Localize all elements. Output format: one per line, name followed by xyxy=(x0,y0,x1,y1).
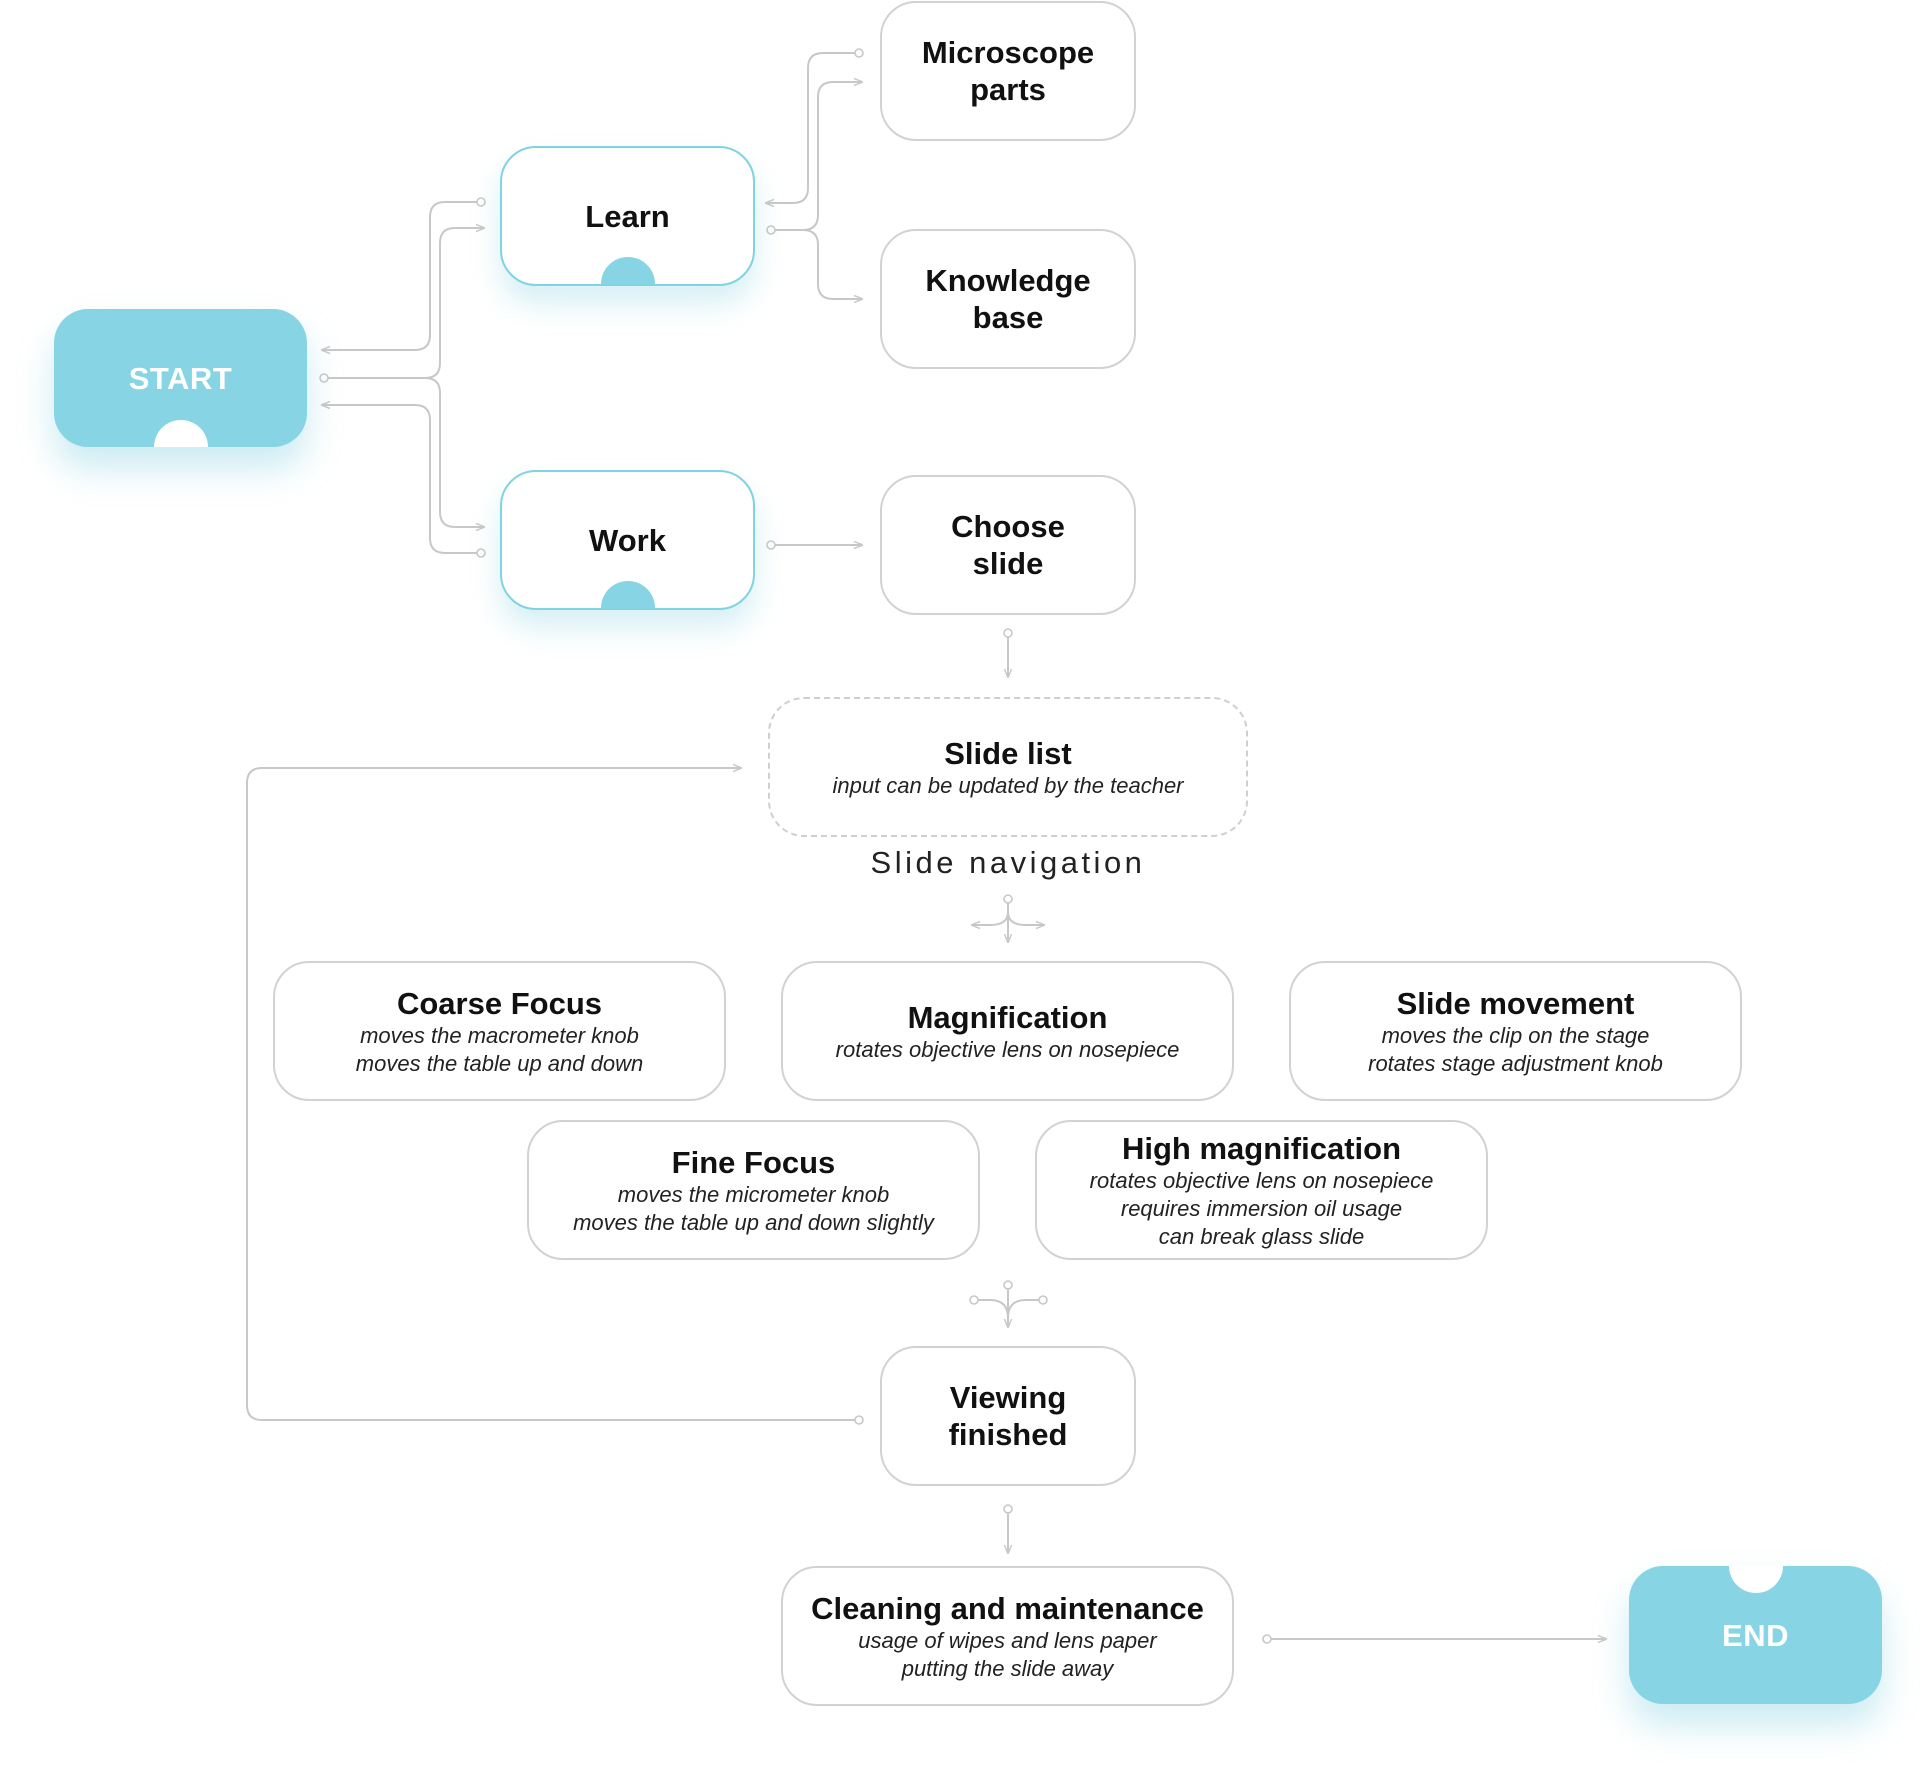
slide-list-subtitle: input can be updated by the teacher xyxy=(832,772,1184,798)
port-dot xyxy=(1003,894,1013,904)
work-node[interactable]: Work xyxy=(500,470,755,610)
learn-node-tab xyxy=(600,257,655,284)
coarse-focus-line: moves the macrometer knob xyxy=(360,1022,639,1048)
cleaning-line: putting the slide away xyxy=(901,1655,1114,1681)
viewing-finished-node[interactable]: Viewing finished xyxy=(880,1346,1136,1486)
work-node-title: Work xyxy=(589,522,666,558)
slide-movement-line: moves the clip on the stage xyxy=(1381,1022,1650,1048)
microscope-parts-node[interactable]: Microscope parts xyxy=(880,1,1136,141)
port-dot xyxy=(854,48,864,58)
connector-learn-to-microscope-parts xyxy=(772,82,862,231)
slide-list-title: Slide list xyxy=(944,735,1072,771)
port-dot xyxy=(476,197,486,207)
end-node-notch xyxy=(1728,1566,1783,1593)
connector-merge-left xyxy=(977,1299,1009,1319)
cleaning-line: usage of wipes and lens paper xyxy=(858,1627,1157,1653)
microscope-parts-title: Microscope parts xyxy=(921,35,1095,107)
start-node-title: START xyxy=(128,360,233,396)
connector-learn-to-start xyxy=(322,201,480,350)
connector-branch-left xyxy=(972,911,1009,925)
port-dot xyxy=(766,225,776,235)
port-dot xyxy=(854,1415,864,1425)
coarse-focus-line: moves the table up and down xyxy=(355,1050,644,1076)
slide-list-node[interactable]: Slide list input can be updated by the t… xyxy=(768,697,1248,837)
connector-learn-to-knowledge-base xyxy=(772,229,862,299)
coarse-focus-node[interactable]: Coarse Focus moves the macrometer knob m… xyxy=(273,961,726,1101)
start-node[interactable]: START xyxy=(54,309,307,447)
fine-focus-line: moves the micrometer knob xyxy=(617,1181,890,1207)
port-dot xyxy=(766,540,776,550)
choose-slide-title: Choose slide xyxy=(951,509,1065,581)
fine-focus-line: moves the table up and down slightly xyxy=(573,1209,934,1235)
work-node-tab xyxy=(600,581,655,608)
connector-start-to-learn xyxy=(325,228,484,379)
choose-slide-node[interactable]: Choose slide xyxy=(880,475,1136,615)
port-dot xyxy=(969,1295,979,1305)
connector-microscope-parts-to-learn xyxy=(766,52,858,203)
learn-node[interactable]: Learn xyxy=(500,146,755,286)
knowledge-base-title: Knowledge base xyxy=(925,263,1091,335)
high-magnification-node[interactable]: High magnification rotates objective len… xyxy=(1035,1120,1488,1260)
coarse-focus-title: Coarse Focus xyxy=(396,985,602,1021)
slide-movement-line: rotates stage adjustment knob xyxy=(1368,1050,1663,1076)
high-magnification-title: High magnification xyxy=(1122,1130,1401,1166)
knowledge-base-node[interactable]: Knowledge base xyxy=(880,229,1136,369)
fine-focus-title: Fine Focus xyxy=(671,1144,836,1180)
port-dot xyxy=(1003,1504,1013,1514)
connector-branch-right xyxy=(1007,911,1044,925)
high-magnification-line: requires immersion oil usage xyxy=(1120,1195,1403,1221)
port-dot xyxy=(1262,1634,1272,1644)
magnification-title: Magnification xyxy=(907,999,1108,1035)
connector-merge-right xyxy=(1007,1299,1044,1319)
learn-node-title: Learn xyxy=(585,198,670,234)
viewing-finished-title: Viewing finished xyxy=(948,1380,1068,1452)
slide-movement-title: Slide movement xyxy=(1396,985,1635,1021)
port-dot xyxy=(1038,1295,1048,1305)
end-node-title: END xyxy=(1722,1617,1789,1653)
port-dot xyxy=(476,548,486,558)
end-node[interactable]: END xyxy=(1629,1566,1882,1704)
slide-navigation-label: Slide navigation xyxy=(870,845,1146,880)
cleaning-title: Cleaning and maintenance xyxy=(811,1590,1204,1626)
high-magnification-line: can break glass slide xyxy=(1158,1223,1365,1249)
port-dot xyxy=(1003,628,1013,638)
port-dot xyxy=(319,373,329,383)
fine-focus-node[interactable]: Fine Focus moves the micrometer knob mov… xyxy=(527,1120,980,1260)
magnification-node[interactable]: Magnification rotates objective lens on … xyxy=(781,961,1234,1101)
connector-work-to-start xyxy=(322,405,480,554)
cleaning-node[interactable]: Cleaning and maintenance usage of wipes … xyxy=(781,1566,1234,1706)
slide-movement-node[interactable]: Slide movement moves the clip on the sta… xyxy=(1289,961,1742,1101)
port-dot xyxy=(1003,1280,1013,1290)
start-node-notch xyxy=(153,420,208,447)
connector-viewing-finished-loop-back xyxy=(246,768,860,1421)
high-magnification-line: rotates objective lens on nosepiece xyxy=(1089,1167,1434,1193)
magnification-line: rotates objective lens on nosepiece xyxy=(835,1036,1180,1062)
connector-start-to-work xyxy=(325,377,484,527)
